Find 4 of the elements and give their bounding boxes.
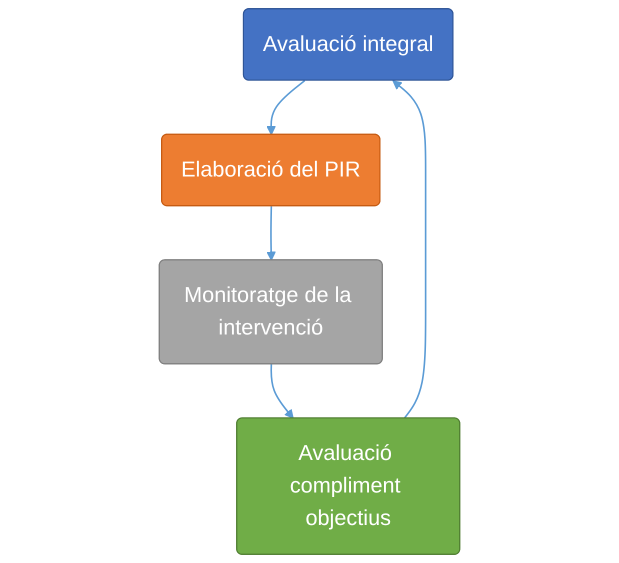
arrow bbox=[392, 80, 426, 419]
arrow bbox=[266, 80, 306, 136]
arrow bbox=[270, 364, 294, 419]
arrow bbox=[266, 206, 276, 261]
